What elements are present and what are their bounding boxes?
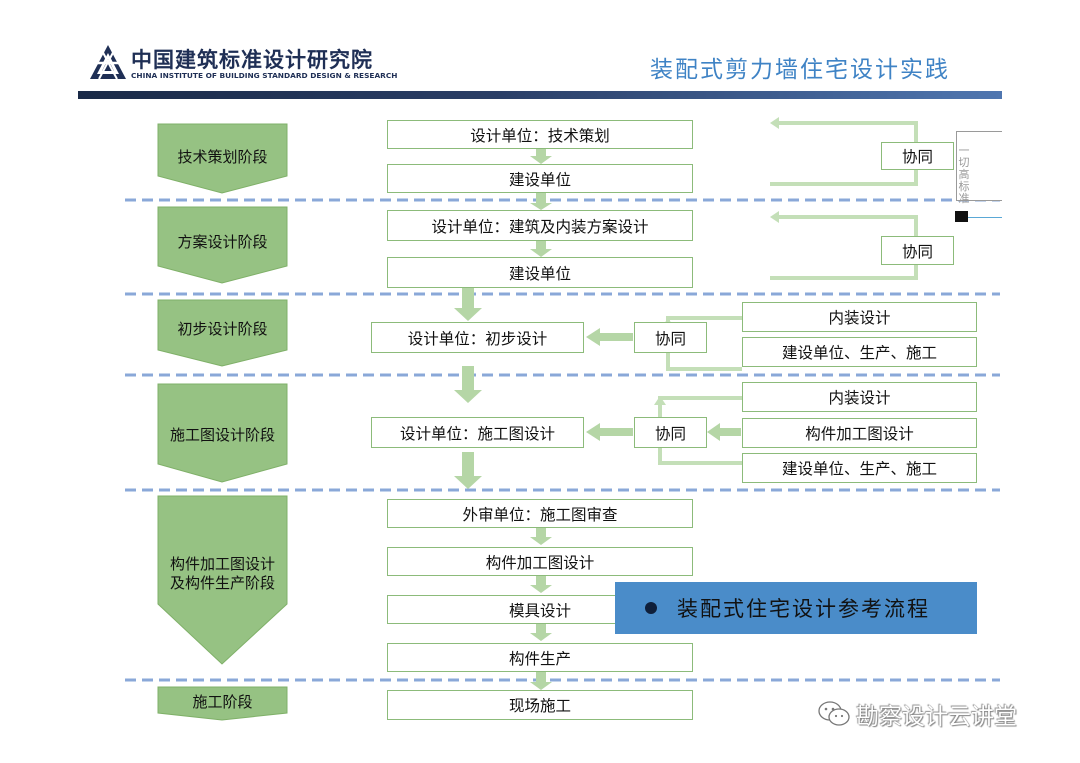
stage-chevron-prelim — [157, 299, 288, 367]
slide-title: 装配式剪力墙住宅设计实践 — [650, 57, 950, 83]
main-flow-arrows — [454, 149, 552, 690]
connector-scheme-bottom — [770, 265, 918, 280]
arrowhead-left — [770, 211, 779, 223]
stage-label-scheme: 方案设计阶段 — [177, 233, 268, 251]
stage-chevron-scheme — [157, 206, 288, 284]
down-arrow — [454, 452, 482, 489]
org-name-cn: 中国建筑标准设计研究院 — [131, 48, 373, 72]
overlap-fragment-mark — [955, 211, 968, 222]
arrowhead-up — [654, 396, 666, 405]
stage-label-prelim: 初步设计阶段 — [177, 320, 268, 338]
box-site-construction: 现场施工 — [387, 690, 693, 720]
box-scheme-owner: 建设单位 — [387, 257, 693, 288]
logo-mark-icon — [90, 44, 126, 80]
box-scheme-design: 设计单位：建筑及内装方案设计 — [387, 210, 693, 241]
down-arrow — [530, 193, 552, 210]
org-name-en: CHINA INSTITUTE OF BUILDING STANDARD DES… — [131, 71, 398, 80]
connector-cd-top — [658, 396, 742, 418]
wechat-icon — [818, 701, 850, 726]
stage-label-component-line1: 构件加工图设计 — [169, 555, 275, 573]
overlap-fragment-box — [956, 131, 1002, 201]
collab-arrows — [586, 328, 741, 441]
stage-chevrons — [157, 123, 288, 721]
box-component-production: 构件生产 — [387, 643, 693, 672]
down-arrow — [530, 576, 552, 593]
box-interior-design-prelim: 内装设计 — [742, 302, 977, 332]
connector-prelim-bottom — [666, 352, 742, 371]
overlap-fragment-line — [968, 217, 1002, 218]
stage-label-component-line2: 及构件生产阶段 — [169, 574, 275, 592]
stage-label-component: 构件加工图设计 及构件生产阶段 — [158, 555, 287, 593]
left-arrow — [586, 328, 633, 346]
left-arrow — [586, 423, 633, 441]
box-tech-design: 设计单位：技术策划 — [387, 120, 693, 149]
watermark-text: 勘察设计云讲堂 — [856, 704, 1017, 730]
down-arrow — [530, 241, 552, 257]
box-component-drawing-cd: 构件加工图设计 — [742, 418, 977, 448]
box-collab-prelim: 协同 — [634, 322, 707, 353]
title-banner: 装配式住宅设计参考流程 — [615, 582, 977, 634]
stage-label-tech: 技术策划阶段 — [177, 148, 268, 166]
watermark: 勘察设计云讲堂 — [818, 697, 1017, 731]
connector-tech-top — [778, 121, 918, 142]
banner-text: 装配式住宅设计参考流程 — [677, 597, 930, 621]
box-collab-scheme: 协同 — [881, 236, 954, 265]
connector-cd-bottom — [658, 448, 742, 465]
box-component-drawing: 构件加工图设计 — [387, 547, 693, 576]
header-bar — [78, 91, 1002, 99]
down-arrow — [530, 149, 552, 164]
connector-scheme-top — [778, 215, 918, 236]
overlap-fragment-text: 一切高标准 — [958, 144, 970, 205]
connector-tech-bottom — [770, 170, 918, 186]
box-construction-drawing: 设计单位：施工图设计 — [371, 417, 584, 448]
down-arrow — [530, 624, 552, 641]
stage-chevron-construction-drawing — [157, 383, 288, 483]
box-owner-prod-construct-cd: 建设单位、生产、施工 — [742, 453, 977, 483]
down-arrow — [454, 288, 482, 321]
stage-chevron-component — [157, 495, 288, 665]
down-arrow — [530, 528, 552, 545]
stage-chevron-tech — [157, 123, 288, 194]
box-prelim-design: 设计单位：初步设计 — [371, 322, 584, 353]
box-tech-owner: 建设单位 — [387, 164, 693, 193]
phase-dividers — [125, 198, 1000, 682]
box-collab-tech: 协同 — [881, 142, 954, 170]
stage-label-site: 施工阶段 — [192, 693, 253, 711]
bullet-dot-icon — [645, 602, 657, 614]
stage-chevron-site — [157, 686, 288, 721]
box-review: 外审单位：施工图审查 — [387, 499, 693, 528]
down-arrow — [530, 672, 552, 690]
stage-label-construction-drawing: 施工图设计阶段 — [169, 426, 275, 444]
left-arrow — [707, 423, 741, 441]
arrowhead-left — [770, 117, 779, 129]
down-arrow — [454, 366, 482, 403]
box-interior-design-cd: 内装设计 — [742, 382, 977, 412]
box-collab-construction-drawing: 协同 — [634, 417, 707, 448]
box-owner-prod-construct-prelim: 建设单位、生产、施工 — [742, 337, 977, 367]
